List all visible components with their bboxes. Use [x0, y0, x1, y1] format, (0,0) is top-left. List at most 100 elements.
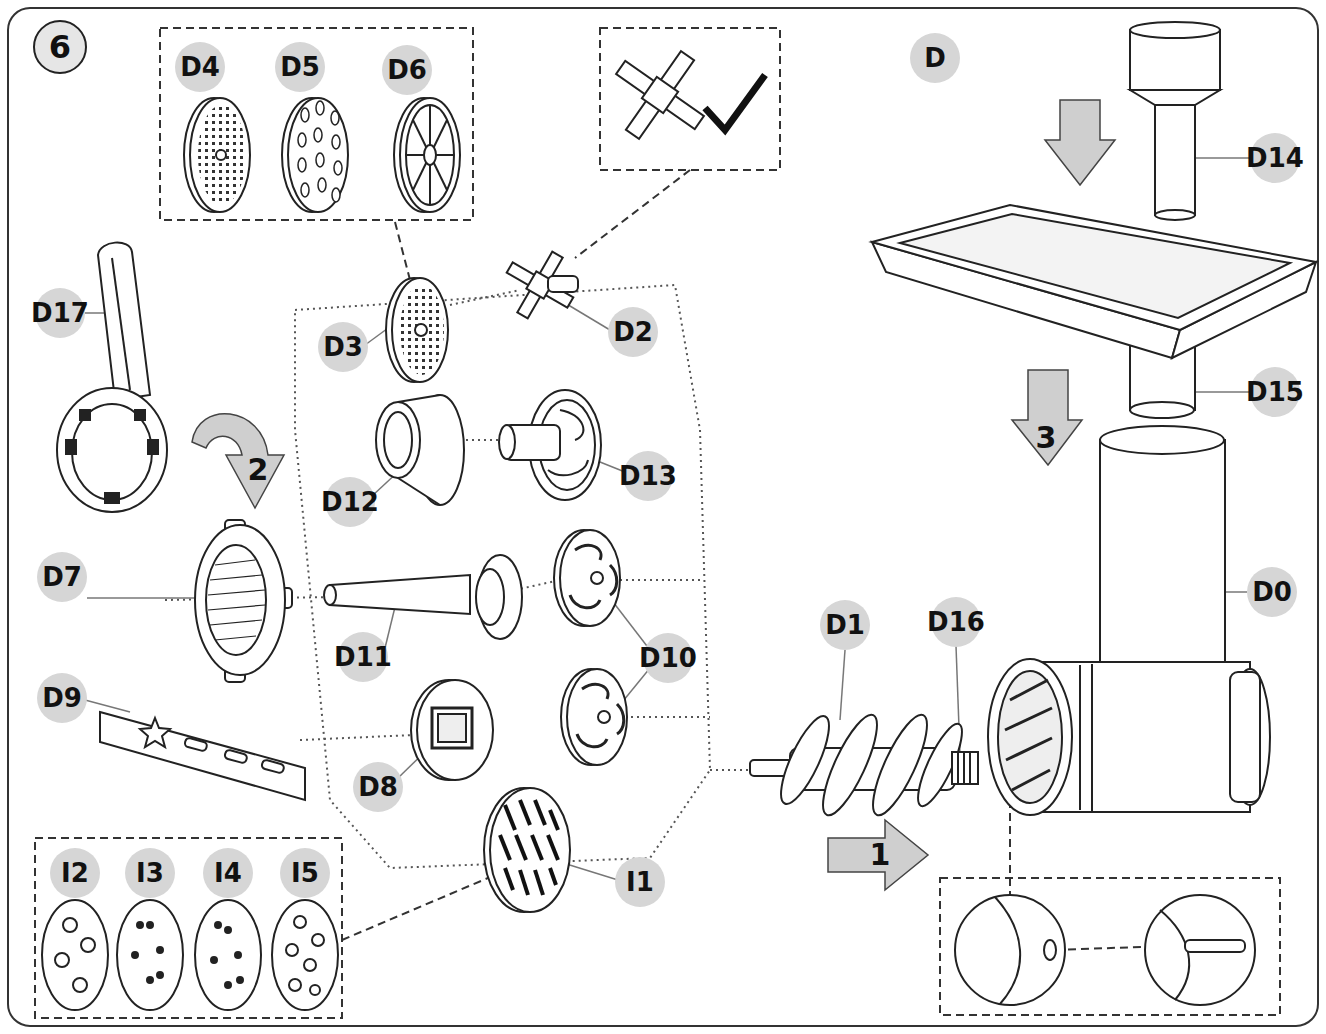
dashed-box — [35, 28, 1280, 1018]
callout-badge — [615, 857, 665, 907]
pusher — [1155, 210, 1195, 220]
pasta-disc — [548, 835, 558, 860]
dashed-box — [600, 28, 780, 170]
blade — [705, 75, 765, 130]
grinder-body — [988, 426, 1270, 815]
callout-label: D8 — [358, 774, 398, 800]
callout-label: D10 — [639, 645, 697, 671]
dotted-group — [450, 290, 520, 305]
cleaning-tool — [184, 737, 208, 751]
cutting-disc — [298, 133, 306, 147]
shaping-disc — [55, 953, 69, 967]
cone — [384, 412, 412, 468]
shaping-disc — [312, 934, 324, 946]
callout-badge — [910, 33, 960, 83]
pasta-disc — [484, 788, 570, 912]
shaping-disc — [272, 900, 338, 1010]
direction-arrow — [1045, 100, 1115, 185]
shaping-disc — [147, 977, 153, 983]
step-number: 2 — [248, 455, 269, 485]
shaping-disc — [215, 922, 221, 928]
cutting-disc — [316, 153, 324, 167]
spacer-disc — [554, 530, 627, 765]
shaping-disc — [132, 952, 138, 958]
leader-line — [85, 700, 130, 712]
cutting-disc — [318, 178, 326, 192]
ring-nut — [208, 560, 265, 640]
tray — [900, 214, 1290, 318]
grinder-body — [1100, 426, 1224, 454]
direction-arrow — [1012, 370, 1082, 465]
leader-line — [1195, 391, 1250, 393]
callout-label: D2 — [613, 319, 653, 345]
dashed-box — [342, 875, 495, 940]
direction-arrow — [828, 820, 928, 890]
callout-label: D14 — [1246, 145, 1304, 171]
dashed-box — [940, 878, 1280, 1015]
shaping-disc — [63, 918, 77, 932]
frame — [8, 8, 1318, 1026]
shaping-disc — [42, 900, 108, 1010]
grinder-body — [1230, 669, 1270, 805]
pasta-disc — [550, 810, 558, 830]
cone — [398, 478, 440, 505]
dashed-box — [575, 170, 690, 258]
cutting-disc — [400, 285, 444, 375]
shaping-disc — [211, 957, 217, 963]
leader-line — [840, 650, 845, 720]
cutting-disc — [184, 98, 460, 382]
auger — [969, 752, 971, 784]
auger — [952, 752, 978, 784]
spanner — [112, 258, 130, 390]
callout-badge — [275, 42, 325, 92]
detail-circle — [1145, 895, 1255, 1005]
spanner — [98, 243, 150, 400]
blade — [492, 28, 765, 333]
spanner — [105, 493, 119, 503]
callout-label: D15 — [1246, 379, 1304, 405]
ring-nut — [208, 590, 265, 595]
leader-line — [87, 597, 200, 599]
shaping-disc — [225, 982, 231, 988]
cleaning-tool — [261, 759, 285, 773]
callout-label: 6 — [49, 31, 71, 63]
pasta-disc — [535, 870, 543, 895]
grinder-body — [1091, 664, 1093, 811]
tray — [872, 205, 1316, 418]
callout-label: D17 — [31, 300, 89, 326]
sausage-nozzle — [476, 569, 504, 625]
blade — [616, 61, 704, 129]
detail-circle — [1044, 940, 1056, 960]
grinder-body — [1230, 672, 1260, 802]
cutting-disc — [301, 108, 309, 122]
callout-label: D6 — [387, 57, 427, 83]
blade — [548, 276, 578, 292]
ring-nut — [215, 560, 255, 565]
auger — [963, 752, 965, 784]
shaping-disc — [137, 922, 143, 928]
cleaning-tool — [100, 712, 305, 800]
pasta-disc — [550, 868, 556, 885]
cutting-disc — [301, 183, 309, 197]
callout-badge — [125, 848, 175, 898]
cutting-disc — [198, 105, 246, 205]
shaping-disc — [235, 952, 241, 958]
callout-label: D1 — [825, 612, 865, 638]
shaping-disc — [310, 985, 320, 995]
shaping-disc — [225, 927, 231, 933]
spanner — [80, 410, 90, 420]
shaping-disc — [81, 938, 95, 952]
dotted-group — [295, 285, 710, 868]
callout-badge — [820, 600, 870, 650]
kebbe-disc — [499, 390, 601, 500]
ring-nut — [208, 605, 265, 610]
callout-badge — [353, 762, 403, 812]
cutting-disc — [190, 98, 250, 212]
cone — [376, 395, 464, 505]
callout-label: D3 — [323, 334, 363, 360]
detail-circle — [955, 895, 1255, 1005]
shaping-disc — [117, 900, 183, 1010]
grinder-body — [988, 659, 1072, 815]
